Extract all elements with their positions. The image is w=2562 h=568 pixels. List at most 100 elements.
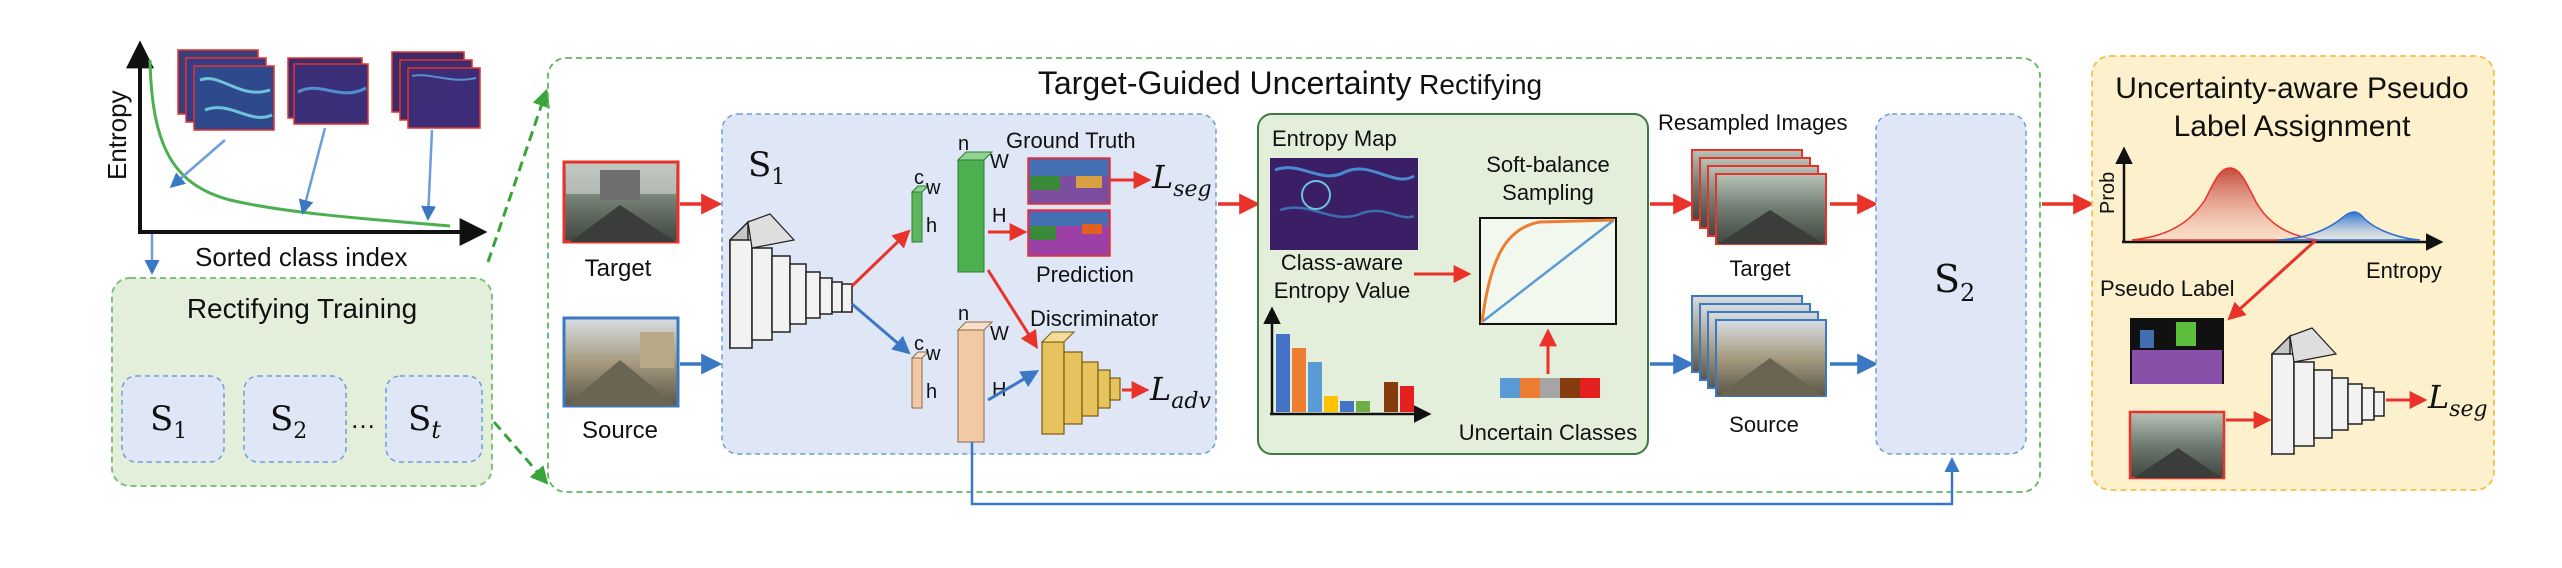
soft-balance-label-line-1: Soft-balance: [1486, 152, 1610, 177]
dim-H-target: H: [992, 205, 1006, 227]
s1-panel-sub: 1: [771, 165, 785, 190]
uncertain-swatch-4: [1560, 378, 1580, 398]
loss-adv: Ladv: [1149, 370, 1211, 414]
entropy-plot: Entropy Sorted class index: [102, 40, 488, 275]
loss-seg-pseudo: Lseg: [2427, 378, 2488, 422]
entropy-thumbnail-stack-2: [287, 57, 369, 125]
discriminator-label: Discriminator: [1030, 306, 1158, 331]
entropy-plot-y-label: Entropy: [102, 90, 132, 180]
svg-text:S1: S1: [150, 399, 187, 444]
s1-panel-name: S: [748, 145, 771, 185]
model-ellipsis: …: [350, 404, 376, 434]
uncertain-swatch-5: [1580, 378, 1600, 398]
svg-text:S1: S1: [748, 145, 785, 190]
discriminator-network: [1040, 331, 1121, 435]
ground-truth-map: [1027, 157, 1111, 205]
uncertain-distribution: [2277, 211, 2421, 241]
prediction-label: Prediction: [1036, 262, 1134, 287]
sampling-curve-plot: [1479, 217, 1617, 325]
tgur-title-main: Target-Guided Uncertainty: [1038, 65, 1412, 101]
pseudo-target-image: [2128, 410, 2226, 480]
resampled-target-stack: [1691, 149, 1827, 245]
source-input-label: Source: [582, 417, 658, 444]
loss-seg-pseudo-main: L: [2427, 378, 2449, 416]
uncertain-swatch-1: [1500, 378, 1520, 398]
model-st-sub: t: [431, 416, 441, 444]
dim-w-target: w: [925, 177, 941, 199]
dim-c-source: c: [914, 333, 924, 355]
uncertain-classes-label: Uncertain Classes: [1459, 420, 1638, 445]
entropy-bar-7: [1384, 382, 1398, 412]
seg-head-to-discriminator-arrow: [986, 269, 1038, 350]
dim-w-source: w: [925, 343, 941, 365]
model-s1-name: S: [150, 399, 173, 439]
loss-seg-s1-sub: seg: [1173, 177, 1211, 202]
resampled-source-label: Source: [1729, 412, 1799, 437]
model-st-box: St: [385, 375, 483, 463]
loss-seg-s1: Lseg: [1151, 158, 1212, 202]
loss-seg-s1-main: L: [1151, 158, 1173, 196]
entropy-curve: [148, 59, 451, 228]
source-input-image: [562, 316, 680, 408]
model-s1-box: S1: [121, 375, 225, 463]
model-s2-sub: 2: [293, 419, 307, 444]
tgur-panel: Target-Guided Uncertainty Rectifying: [547, 57, 2041, 493]
entropy-bar-8: [1400, 386, 1414, 412]
dim-h-source: h: [926, 381, 937, 403]
thumbnail-pointer-2: [298, 127, 327, 215]
s2-name: S: [1934, 257, 1960, 301]
s2-sub: 2: [1960, 279, 1975, 307]
class-aware-label-line-2: Entropy Value: [1274, 278, 1411, 303]
entropy-bar-2: [1292, 348, 1306, 412]
entropy-map-label: Entropy Map: [1272, 126, 1397, 151]
encoder-to-seg-head-arrow: [850, 229, 911, 288]
entropy-plot-x-label: Sorted class index: [195, 242, 407, 272]
model-s1-sub: 1: [173, 419, 187, 444]
entropy-bar-6: [1356, 401, 1370, 412]
dim-n-source: n: [958, 303, 969, 325]
model-s2-name: S: [270, 399, 293, 439]
loss-adv-sub: adv: [1171, 389, 1211, 414]
entropy-axis-label: Entropy: [2366, 258, 2442, 283]
source-head-to-discriminator-arrow: [987, 370, 1040, 402]
target-input-image: [562, 160, 680, 244]
pseudo-panel-title-line-2: Label Assignment: [2174, 110, 2411, 143]
pseudo-panel-title-line-1: Uncertainty-aware Pseudo: [2115, 72, 2469, 105]
uncertain-class-swatches: [1500, 378, 1600, 398]
sampling-uniform-line: [1481, 219, 1615, 323]
sampling-balanced-curve: [1480, 218, 1615, 323]
entropy-thumbnail-stack-3: [391, 51, 481, 129]
dim-c-target: c: [914, 167, 924, 189]
resampled-target-label: Target: [1729, 256, 1790, 281]
training-to-tgur-connector: [492, 421, 549, 485]
resampled-source-stack: [1691, 295, 1827, 397]
rectifying-training-panel: Rectifying Training S1 S2 … St: [111, 277, 493, 487]
entropy-bar-1: [1276, 334, 1290, 412]
svg-text:S2: S2: [270, 399, 307, 444]
class-entropy-bar-chart: [1263, 306, 1432, 423]
target-feature-small: [910, 185, 930, 243]
s2-box: S2: [1875, 113, 2027, 455]
entropy-bar-5: [1340, 401, 1354, 412]
s1-panel: S1 c w h n W H: [721, 113, 1217, 455]
loss-seg-pseudo-sub: seg: [2449, 397, 2487, 422]
uncertain-swatch-2: [1520, 378, 1540, 398]
dim-h-target: h: [926, 215, 937, 237]
thumbnail-pointer-3: [421, 129, 437, 221]
entropy-map-image: [1270, 158, 1418, 250]
soft-balance-label-line-2: Sampling: [1502, 180, 1594, 205]
uncertain-swatch-3: [1540, 378, 1560, 398]
pseudo-label-panel: Uncertainty-aware Pseudo Label Assignmen…: [2091, 55, 2495, 491]
pseudo-label-map: [2130, 318, 2224, 384]
entropy-bar-3: [1308, 362, 1322, 412]
svg-text:S2: S2: [1934, 257, 1975, 307]
thumbnail-pointer-1: [169, 139, 226, 188]
pseudo-segmentation-network: [2271, 327, 2385, 456]
dim-n-target: n: [958, 133, 969, 155]
entropy-sampling-panel: Entropy Map Class-aware Entropy Value So…: [1257, 113, 1649, 455]
dim-W-target: W: [990, 151, 1009, 173]
model-s2-box: S2: [243, 375, 347, 463]
source-feature-small: [910, 351, 930, 409]
entropy-bar-4: [1324, 396, 1338, 412]
prob-axis-label: Prob: [2097, 172, 2119, 214]
